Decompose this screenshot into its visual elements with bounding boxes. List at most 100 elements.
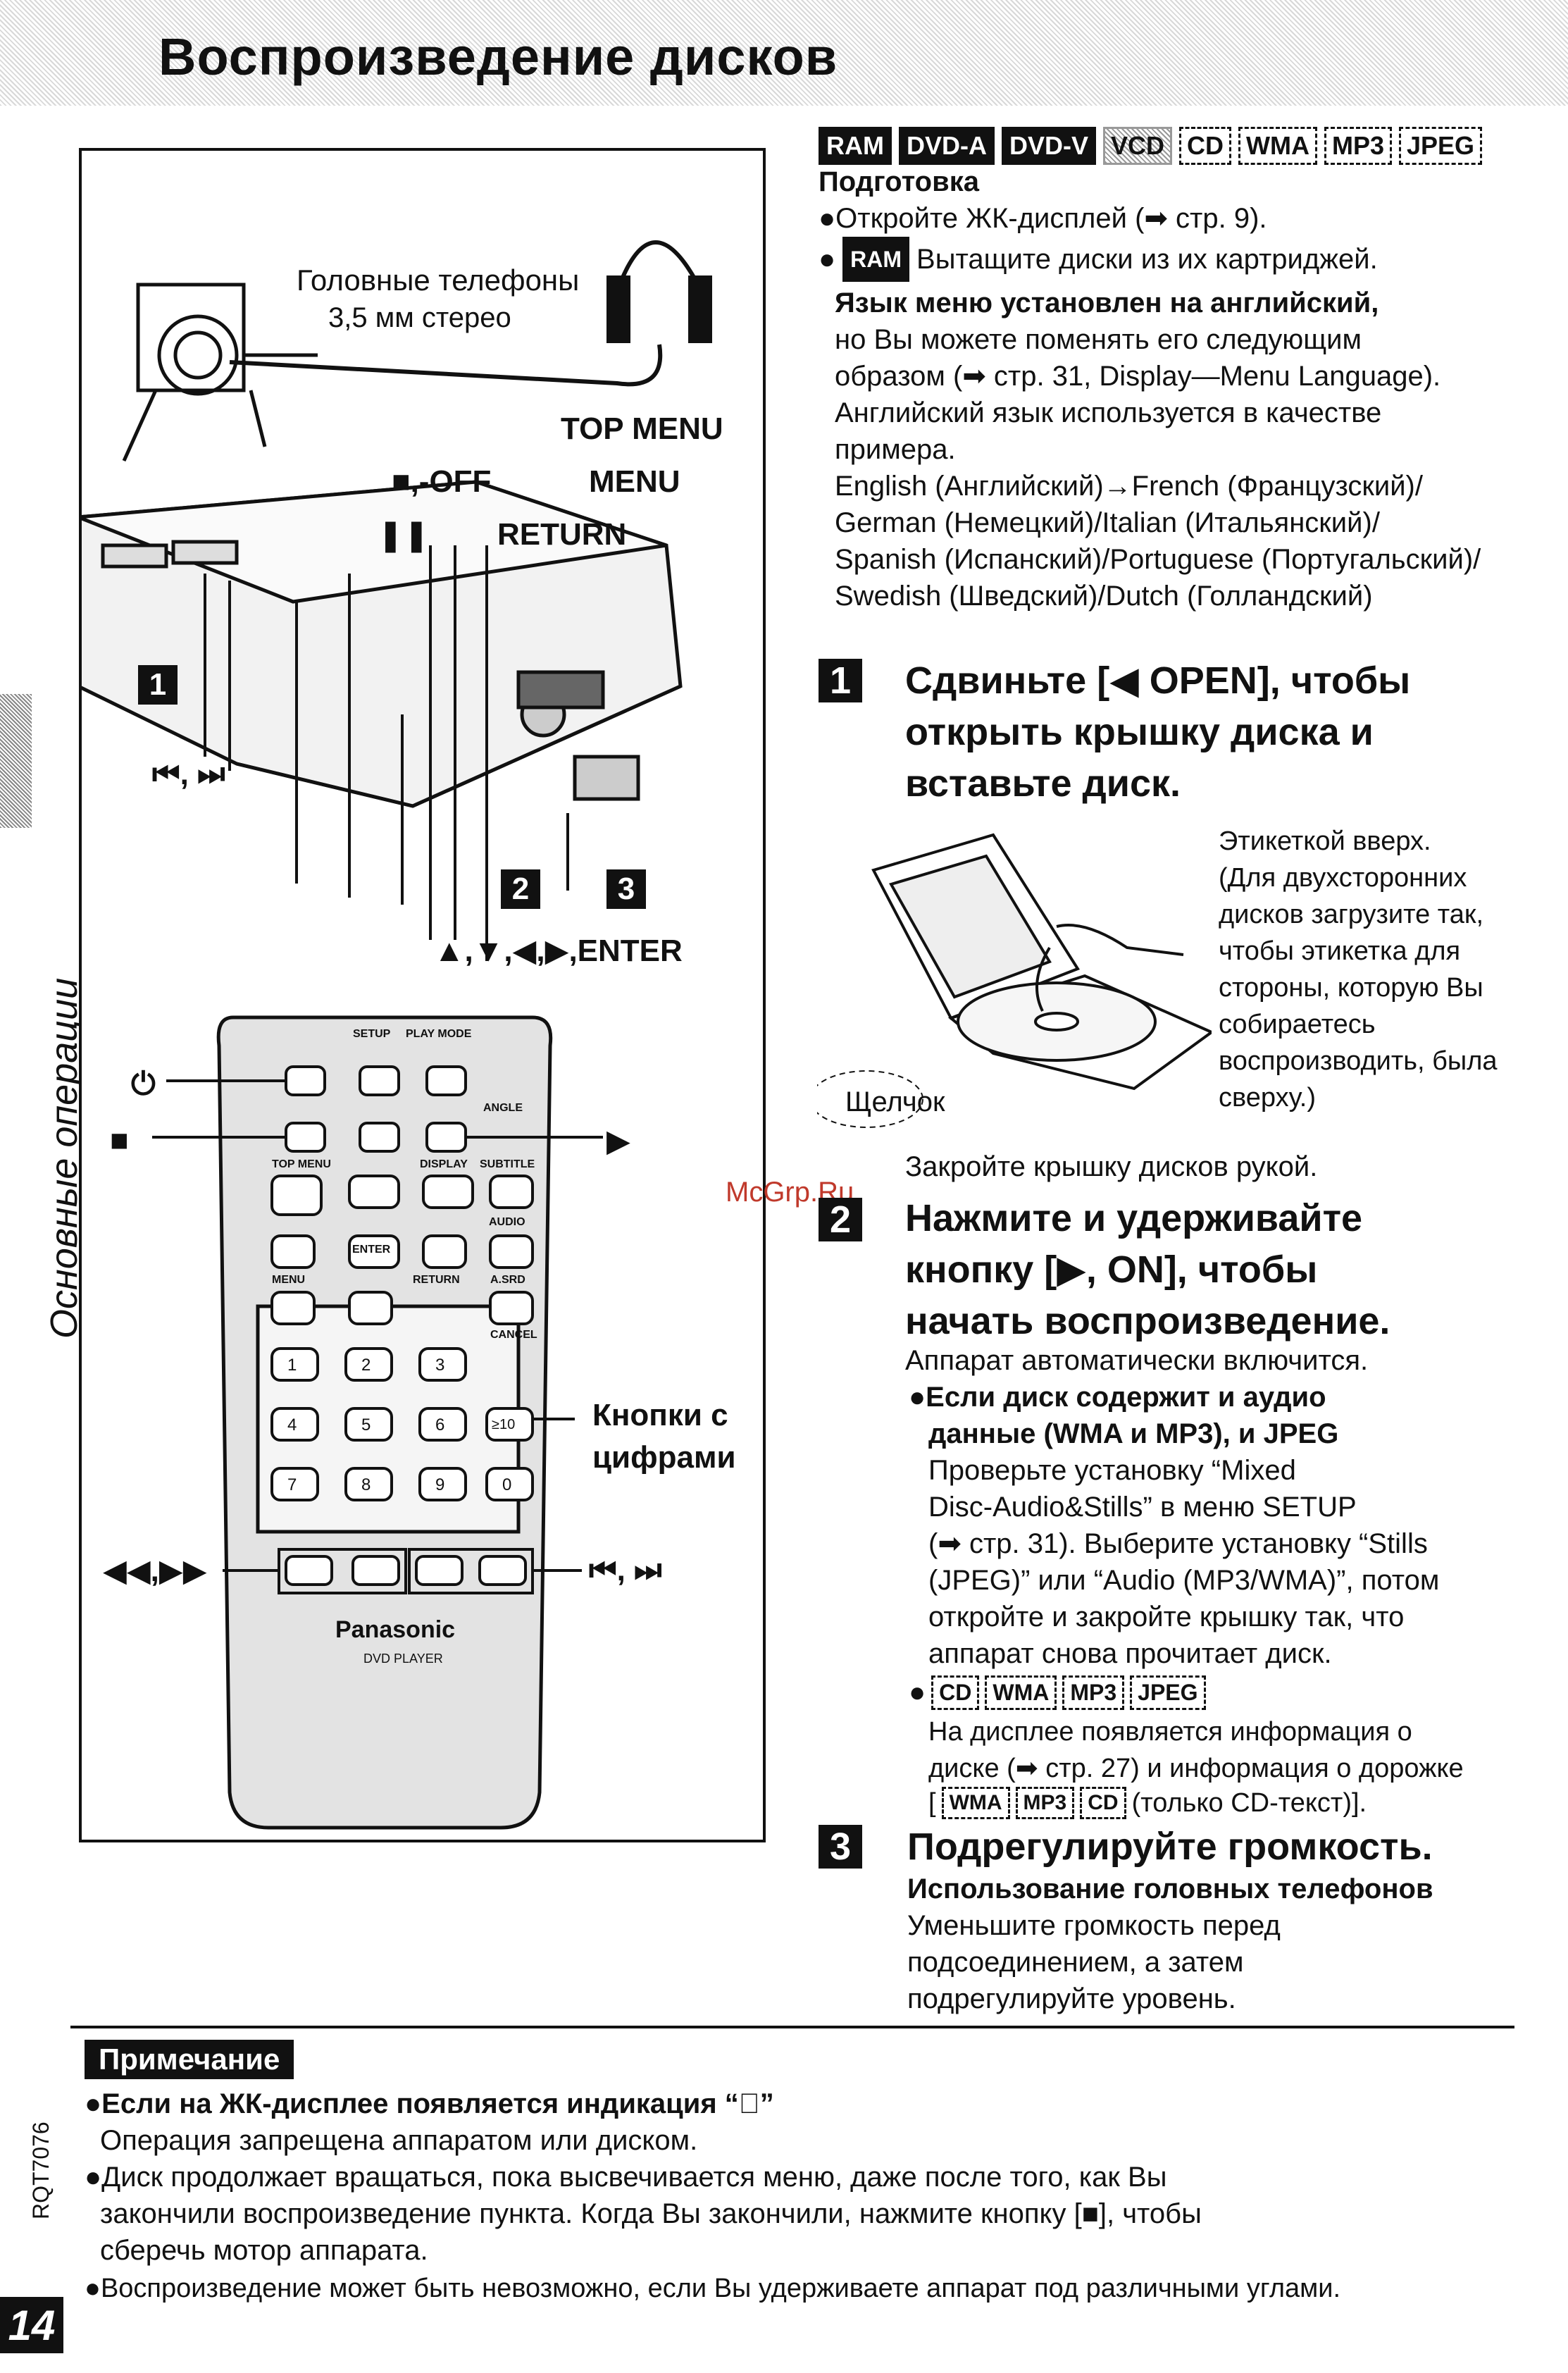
illustration-panel: Головные телефоны 3,5 мм стерео TOP MENU… <box>76 148 766 1842</box>
remote-key-4: 4 <box>287 1415 297 1435</box>
play-label: ▶ <box>606 1124 630 1158</box>
step-2-info-1: На дисплее появляется информация о <box>928 1717 1412 1747</box>
language-line-8: Swedish (Шведский)/Dutch (Голландский) <box>835 581 1373 612</box>
remote-subtitle: SUBTITLE <box>480 1158 535 1170</box>
step-1-heading-3: вставьте диск. <box>905 762 1181 805</box>
step-3-heading: Подрегулируйте громкость. <box>907 1826 1433 1868</box>
headphones-label: Головные телефоны <box>297 264 580 297</box>
prep-item-2: ● RAM Вытащите диски из их картриджей. <box>819 237 1378 282</box>
language-line-6: German (Немецкий)/Italian (Итальянский)/ <box>835 507 1380 538</box>
step-2-heading-3: начать воспроизведение. <box>905 1300 1390 1342</box>
badge-jpeg: JPEG <box>1399 127 1483 165</box>
label-line-8: сверху.) <box>1219 1083 1317 1113</box>
remote-key-6: 6 <box>435 1415 445 1435</box>
step-3-number: 3 <box>819 1825 862 1869</box>
step-2-info-3: [ WMA MP3 CD (только CD-текст)]. <box>928 1787 1367 1819</box>
numbers-label-2: цифрами <box>592 1440 736 1475</box>
remote-enter: ENTER <box>352 1244 391 1256</box>
note-bullet-2-line-2: закончили воспроизведение пункта. Когда … <box>100 2198 1202 2229</box>
headphones-icon <box>229 240 712 387</box>
badge-wma-3: WMA <box>941 1787 1010 1819</box>
remote-key-5: 5 <box>361 1415 371 1435</box>
power-label: ⏻ <box>131 1067 156 1101</box>
remote-keys <box>270 1065 534 1586</box>
badge-cd-2: CD <box>931 1675 980 1710</box>
remote-key-8: 8 <box>361 1475 371 1494</box>
step-2-bullet-2-badges: ● CD WMA MP3 JPEG <box>909 1675 1206 1710</box>
badge-ram-inline: RAM <box>842 237 910 282</box>
step-2-line-6: аппарат снова прочитает диск. <box>928 1638 1332 1669</box>
badge-mp3-3: MP3 <box>1015 1787 1075 1819</box>
skip-label: ⏮, ⏭ <box>152 757 225 791</box>
note-bullet-2-line-3: сберечь мотор аппарата. <box>100 2235 428 2266</box>
numbers-label-1: Кнопки с <box>592 1398 728 1432</box>
player-illustration <box>76 240 712 1830</box>
prep-item-1: ●Откройте ЖК-дисплей (➡ стр. 9). <box>819 203 1267 234</box>
remote-key-2: 2 <box>361 1356 371 1375</box>
step-1-number: 1 <box>819 659 862 702</box>
page-title: Воспроизведение дисков <box>158 27 838 86</box>
page-number: 14 <box>0 2297 63 2353</box>
note-divider <box>70 2026 1514 2028</box>
badge-ram: RAM <box>819 127 892 165</box>
menu-label: MENU <box>589 464 680 499</box>
title-bar <box>0 0 1568 106</box>
remote-model: DVD PLAYER <box>363 1652 443 1666</box>
badge-jpeg-2: JPEG <box>1130 1675 1206 1710</box>
remote-angle: ANGLE <box>483 1102 523 1114</box>
badge-wma: WMA <box>1238 127 1317 165</box>
remote-key-0: 0 <box>502 1475 512 1494</box>
remote-topmenu: TOP MENU <box>272 1158 331 1170</box>
remote-audio: AUDIO <box>489 1216 525 1228</box>
close-lid-text: Закройте крышку дисков рукой. <box>905 1151 1318 1182</box>
section-tab-marker <box>0 694 32 828</box>
badge-wma-2: WMA <box>985 1675 1057 1710</box>
click-label: Щелчок <box>845 1086 945 1117</box>
label-line-3: дисков загрузите так, <box>1219 900 1484 929</box>
stop-off-label: ■,-OFF <box>392 464 492 499</box>
label-line-2: (Для двухсторонних <box>1219 863 1467 893</box>
step-3-line-1: Уменьшите громкость перед <box>907 1910 1281 1941</box>
callout-1: 1 <box>138 665 178 705</box>
format-badges: RAM DVD-A DVD-V VCD CD WMA MP3 JPEG <box>819 127 1483 165</box>
step-3-sub: Использование головных телефонов <box>907 1873 1433 1904</box>
remote-key-3: 3 <box>435 1356 445 1375</box>
remote-setup: SETUP <box>353 1028 391 1040</box>
stop-label: ■ <box>110 1123 129 1158</box>
callout-3: 3 <box>606 869 646 909</box>
callout-2: 2 <box>501 869 540 909</box>
language-line-1: но Вы можете поменять его следующим <box>835 324 1362 355</box>
step-2-auto: Аппарат автоматически включится. <box>905 1345 1369 1376</box>
skip2-label: ⏮, ⏭ <box>589 1553 662 1587</box>
step-2-line-5: откройте и закройте крышку так, что <box>928 1601 1405 1632</box>
step-2-info-2: диске (➡ стр. 27) и информация о дорожке <box>928 1754 1464 1783</box>
remote-key-10: ≥10 <box>492 1417 516 1432</box>
remote-key-9: 9 <box>435 1475 445 1494</box>
step-2-bullet-1-bold-2: данные (WMA и MP3), и JPEG <box>928 1418 1339 1449</box>
step-2-line-3: (➡ стр. 31). Выберите установку “Stills <box>928 1528 1428 1559</box>
note-bullet-3: ●Воспроизведение может быть невозможно, … <box>85 2274 1341 2303</box>
remote-playmode: PLAY MODE <box>406 1028 472 1040</box>
prep-heading: Подготовка <box>819 166 979 197</box>
remote-cancel: CANCEL <box>490 1329 537 1341</box>
note-label: Примечание <box>85 2040 294 2079</box>
note-bullet-1: ●Если на ЖК-дисплее появляется индикация… <box>85 2088 774 2119</box>
step-2-line-4: (JPEG)” или “Audio (MP3/WMA)”, потом <box>928 1565 1440 1596</box>
top-menu-label: TOP MENU <box>561 411 723 446</box>
badge-cd: CD <box>1179 127 1232 165</box>
step-2-number: 2 <box>819 1198 862 1241</box>
search-label: ◀◀,▶▶ <box>103 1554 207 1588</box>
badge-dvd-a: DVD-A <box>898 127 995 165</box>
step-3-line-3: подрегулируйте уровень. <box>907 1983 1236 2014</box>
enter-label: ▲,▼,◀,▶,ENTER <box>434 934 683 968</box>
language-line-2: образом (➡ стр. 31, Display—Menu Languag… <box>835 361 1441 392</box>
badge-dvd-v: DVD-V <box>1001 127 1096 165</box>
step-1-heading-2: открыть крышку диска и <box>905 711 1374 753</box>
step-2-line-2: Disc-Audio&Stills” в меню SETUP <box>928 1492 1357 1523</box>
step-2-line-1: Проверьте установку “Mixed <box>928 1455 1296 1486</box>
remote-menu: MENU <box>272 1274 306 1286</box>
badge-vcd: VCD <box>1103 127 1173 165</box>
language-note-bold: Язык меню установлен на английский, <box>835 287 1379 318</box>
label-line-5: стороны, которую Вы <box>1219 973 1483 1003</box>
prep-item-2-text: Вытащите диски из их картриджей. <box>916 244 1378 275</box>
